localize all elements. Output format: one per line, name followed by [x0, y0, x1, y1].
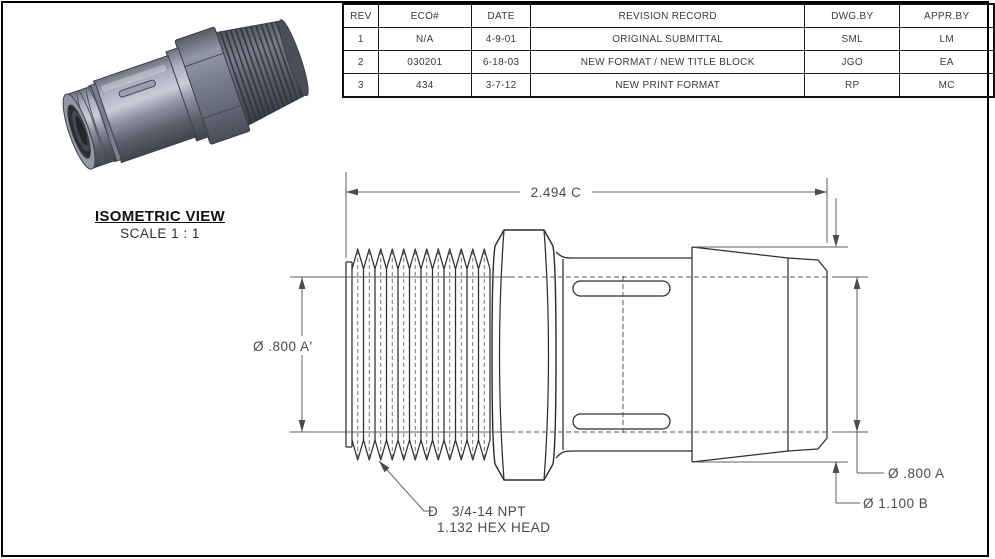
col-header-dwgby: DWG.BY [804, 3, 901, 28]
dimension-thread-pitch-dia-Aprime: Ø .800 A' [250, 276, 512, 433]
cell: ORIGINAL SUBMITTAL [530, 27, 806, 51]
col-header-apprby: APPR.BY [899, 3, 995, 28]
cell: RP [804, 73, 901, 98]
revision-row-2: 2 030201 6-18-03 NEW FORMAT / NEW TITLE … [342, 50, 995, 74]
cell: NEW FORMAT / NEW TITLE BLOCK [530, 50, 806, 74]
isometric-render [62, 19, 309, 170]
isometric-view-scale: SCALE 1 : 1 [120, 226, 200, 241]
dim-overall-length-text: 2.494 C [531, 185, 582, 200]
thread-callout-spec: 3/4-14 NPT [452, 504, 526, 519]
col-header-date: DATE [470, 3, 532, 28]
col-header-eco: ECO# [377, 3, 472, 28]
isometric-view-title: ISOMETRIC VIEW [94, 208, 226, 225]
fitting-3d-group [62, 19, 309, 170]
thread-callout-hex: 1.132 HEX HEAD [437, 520, 551, 535]
hidden-bore-lines [510, 276, 830, 433]
bore-hole-3d [74, 115, 89, 147]
thread-callout-ref: D [428, 504, 438, 519]
dim-bore-dia-text: Ø .800 A [888, 466, 945, 481]
revision-row-3: 3 434 3-7-12 NEW PRINT FORMAT RP MC [342, 73, 995, 98]
dimension-bore-dia-A: Ø .800 A [832, 276, 945, 481]
dim-barb-outer-dia-text: Ø 1.100 B [863, 496, 928, 511]
cell: EA [899, 50, 995, 74]
revision-table-header-row: REV ECO# DATE REVISION RECORD DWG.BY APP… [342, 3, 995, 28]
revision-table: REV ECO# DATE REVISION RECORD DWG.BY APP… [342, 3, 995, 98]
barb-ridge-3d [86, 87, 114, 162]
cell: 2 [342, 50, 379, 74]
thread-end-cap-3d [278, 19, 309, 97]
cell: 030201 [377, 50, 472, 74]
cell: 6-18-03 [470, 50, 532, 74]
cell: 1 [342, 27, 379, 51]
body-slot-bottom [572, 413, 671, 430]
cell: JGO [804, 50, 901, 74]
revision-row-1: 1 N/A 4-9-01 ORIGINAL SUBMITTAL SML LM [342, 27, 995, 51]
cell: 434 [377, 73, 472, 98]
dimension-barb-outer-dia-B: Ø 1.100 B [695, 198, 928, 511]
barrel-slot-3d [118, 79, 156, 98]
dimension-overall-length-C: 2.494 C [345, 172, 828, 258]
cell: NEW PRINT FORMAT [530, 73, 806, 98]
npt-thread-profile [345, 248, 491, 461]
dim-thread-pitch-dia-text: Ø .800 A' [253, 339, 313, 354]
cell: MC [899, 73, 995, 98]
col-header-rev: REV [342, 3, 379, 28]
cell: 3 [342, 73, 379, 98]
barrel-highlight [101, 64, 167, 92]
cell: 4-9-01 [470, 27, 532, 51]
cell: 3-7-12 [470, 73, 532, 98]
cell: LM [899, 27, 995, 51]
hex-head-profile [491, 229, 557, 481]
hose-barb-profile [691, 246, 828, 463]
thread-ridges-3d [219, 21, 303, 124]
cell: N/A [377, 27, 472, 51]
cell: SML [804, 27, 901, 51]
body-slot-top [572, 280, 671, 297]
thread-callout-leader: D 3/4-14 NPT 1.132 HEX HEAD [378, 460, 551, 535]
isometric-view-label: ISOMETRIC VIEW SCALE 1 : 1 [70, 208, 250, 241]
hex-facet-edges-3d [183, 52, 242, 120]
body-cylinder-profile [555, 251, 692, 459]
